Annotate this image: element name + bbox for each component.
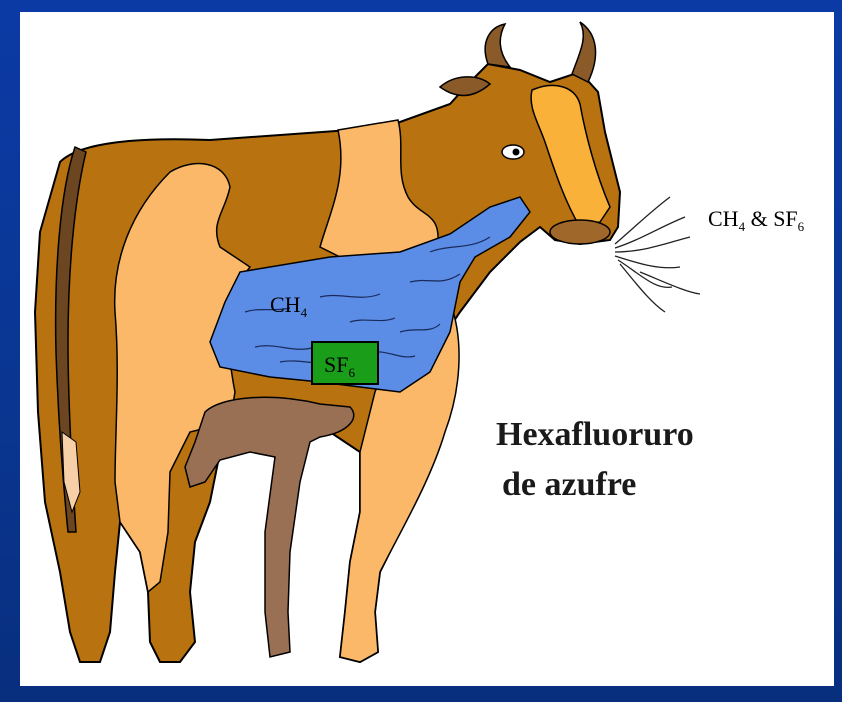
cow-horn-right xyxy=(572,22,596,82)
caption-line-1: Hexafluoruro xyxy=(496,410,826,460)
breath-lines xyxy=(615,197,700,312)
white-panel: CH4 & SF6 CH4 SF6 Hexafluoruro de azufre xyxy=(20,12,834,686)
caption-line-2: de azufre xyxy=(496,460,826,510)
breath-gas-label: CH4 & SF6 xyxy=(708,206,805,234)
cow-horn-left xyxy=(485,24,510,67)
cow-illustration: CH4 & SF6 CH4 SF6 xyxy=(20,12,834,686)
cow-pupil xyxy=(513,149,520,156)
caption: Hexafluoruro de azufre xyxy=(496,410,826,510)
cow-nose xyxy=(550,220,610,244)
cow-udder xyxy=(185,397,354,657)
